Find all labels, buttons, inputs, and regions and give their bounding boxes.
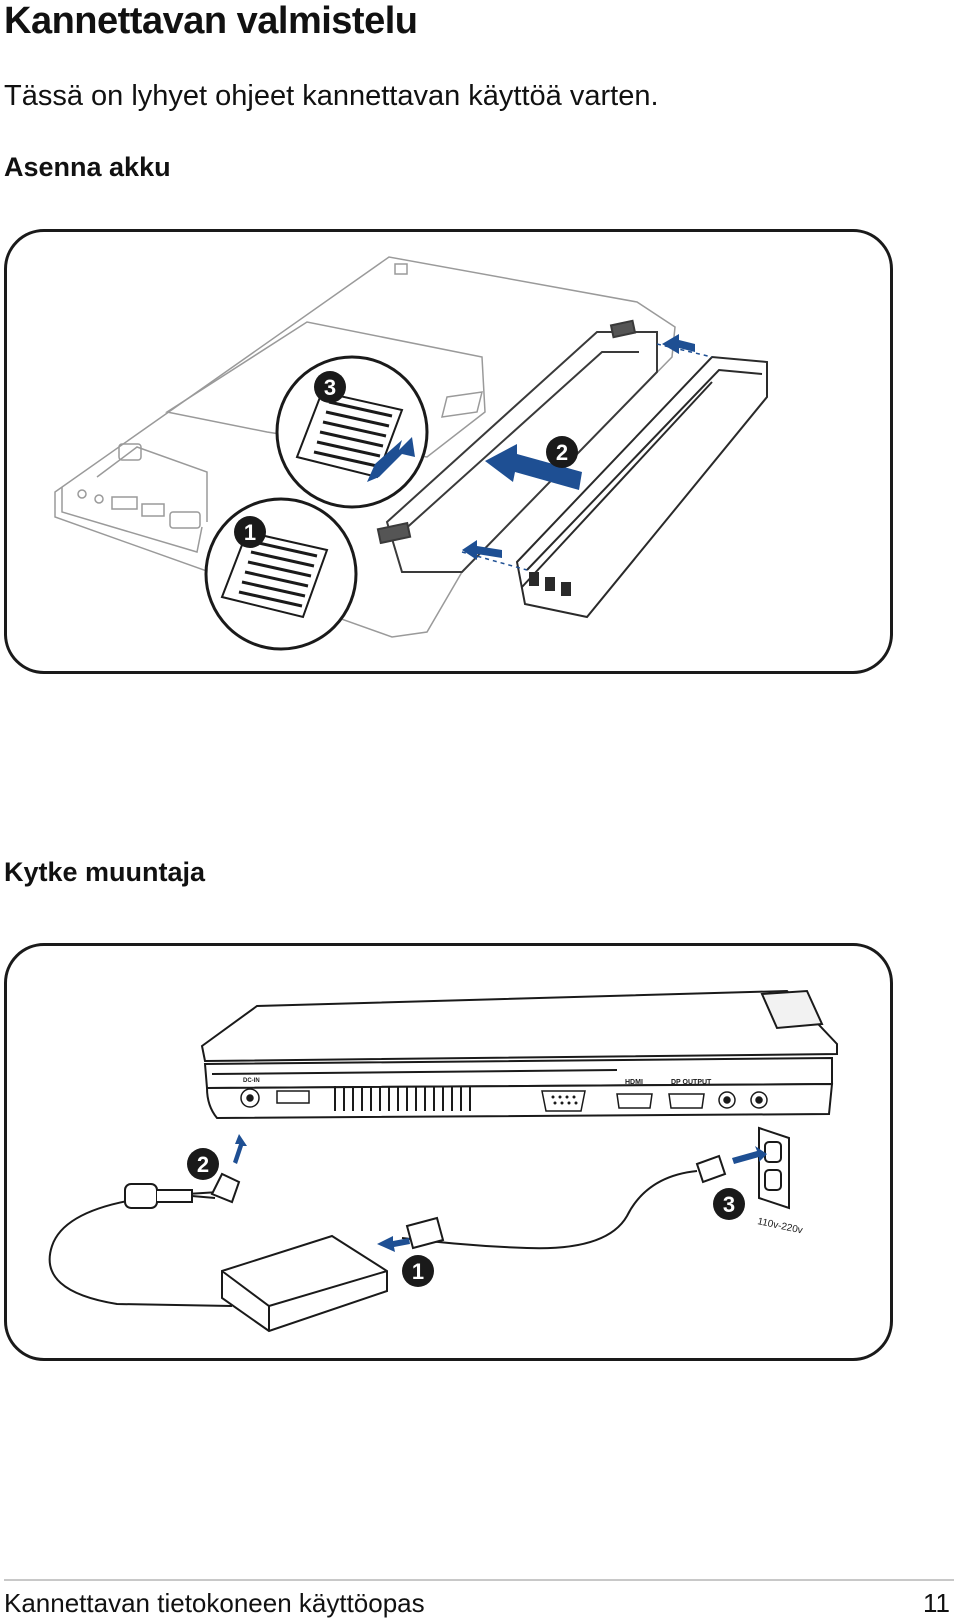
adapter-illustration: DC-IN HDMI DP OUTPUT [48,989,838,1333]
adapter-plug-end [405,1216,445,1250]
battery-step-badges: 1 2 3 [234,371,578,548]
vga-port [541,1090,586,1112]
dc-in-label: DC-IN [243,1078,260,1084]
voltage-label: 110v-220v [756,1216,803,1236]
laptop-ports [240,1086,768,1112]
step-badge-2-label: 2 [556,440,568,465]
step-badge-3 [314,371,346,403]
ac-adapter-brick [221,1234,388,1333]
step-badge-2 [187,1148,219,1180]
battery-illustration: 1 2 3 [54,256,768,651]
small-arrow-top-icon [662,334,695,354]
dc-plug [124,1172,241,1209]
adapter-illustration-frame: DC-IN HDMI DP OUTPUT [4,943,893,1361]
step-badge-3-label: 3 [324,375,336,400]
adapter-arrows [233,1134,767,1252]
dc-plug-arrow-icon [233,1134,247,1164]
adapter-step-badges: 1 2 3 [187,1148,745,1287]
battery-pack [515,355,768,619]
dp-port [668,1093,705,1109]
battery-section-heading: Asenna akku [4,152,171,182]
footer-page-number: 11 [923,1588,950,1618]
small-arrow-bottom-icon [462,540,502,560]
step-badge-3-label: 3 [723,1192,735,1217]
footer-divider [4,1579,954,1581]
vent-grille [334,1086,471,1111]
adapter-plug-arrow-icon [377,1236,410,1252]
battery-illustration-frame: 1 2 3 [4,229,893,674]
hdmi-label: HDMI [625,1079,643,1086]
intro-text: Tässä on lyhyet ohjeet kannettavan käytt… [4,80,659,112]
footer-manual-title: Kannettavan tietokoneen käyttöopas [4,1588,425,1618]
hdmi-port [616,1093,653,1109]
step-badge-1 [234,516,266,548]
zoom-unlock-detail [204,497,358,651]
step-badge-2-label: 2 [197,1152,209,1177]
battery-bay [376,319,658,573]
page-title: Kannettavan valmistelu [4,0,418,42]
dp-output-label: DP OUTPUT [671,1079,712,1086]
laptop-side-view [200,989,838,1120]
step-badge-1-label: 1 [244,520,256,545]
wall-plug [405,1154,727,1250]
adapter-section-heading: Kytke muuntaja [4,857,206,887]
wall-plug-arrow-icon [732,1146,767,1164]
usb-port [276,1090,310,1104]
zoom-lock-detail [275,355,429,509]
wall-outlet [758,1126,790,1210]
step-badge-2 [546,436,578,468]
step-badge-1-label: 1 [412,1259,424,1284]
insert-arrow-icon [485,444,582,490]
step-badge-1 [402,1255,434,1287]
step-badge-3 [713,1188,745,1220]
